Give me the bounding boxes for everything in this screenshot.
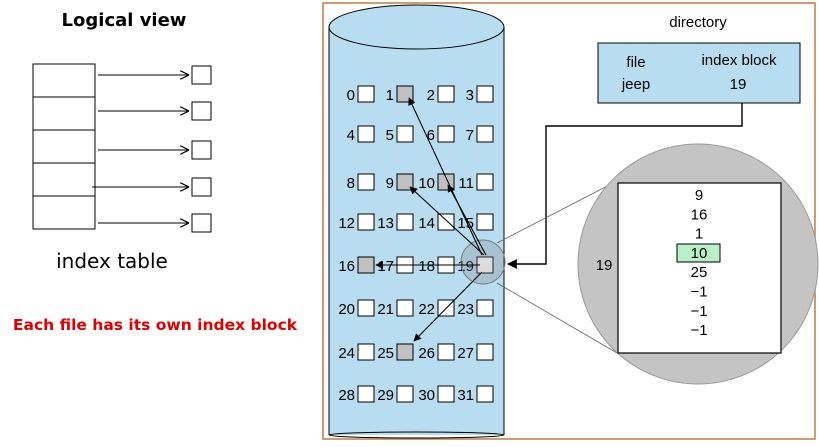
disk-block-label: 25: [377, 345, 394, 362]
disk-block: [476, 125, 494, 143]
index-entry: −1: [690, 322, 707, 339]
disk-block-label: 30: [418, 387, 435, 404]
index-block-note: Each file has its own index block: [13, 316, 298, 334]
magnifier-guide-bottom: [496, 282, 618, 354]
disk-block-label: 14: [418, 215, 435, 232]
logical-data-blocks: [191, 65, 212, 233]
disk-block-label: 16: [338, 258, 355, 275]
disk-block: [396, 213, 414, 231]
index-table: [32, 63, 96, 230]
logical-pointers: [92, 75, 188, 223]
disk-block: [396, 299, 414, 317]
disk-block-label: 5: [386, 127, 394, 144]
disk-block: [437, 385, 455, 403]
directory-title: directory: [669, 14, 727, 31]
disk-block: [476, 85, 494, 103]
disk-block-label: 17: [377, 258, 394, 275]
directory: directory file index block jeep 19: [597, 14, 801, 104]
disk-block-label: 31: [457, 387, 474, 404]
disk-block: [476, 385, 494, 403]
disk-block: [357, 213, 375, 231]
index-entry: −1: [690, 303, 707, 320]
index-entry: 16: [691, 206, 708, 223]
disk-block-used: [396, 173, 414, 191]
disk-block: [476, 299, 494, 317]
disk-block: [357, 343, 375, 361]
disk-block: [437, 85, 455, 103]
disk-block-label: 28: [338, 387, 355, 404]
index-entries: 9 16 1 10 25 −1 −1 −1: [690, 187, 707, 339]
disk-block: [357, 385, 375, 403]
directory-to-index-pointer: [507, 103, 743, 269]
index-block-pointers: [375, 97, 487, 342]
directory-box: [597, 42, 801, 104]
disk-block-label: 11: [458, 175, 474, 192]
logical-view-title: Logical view: [62, 10, 187, 31]
disk-block-label: 20: [338, 301, 355, 318]
disk-block-label: 9: [386, 175, 394, 192]
disk-block-label: 4: [347, 127, 355, 144]
disk-block-label: 7: [466, 127, 474, 144]
disk-block: [357, 299, 375, 317]
disk-block-label: 0: [347, 87, 355, 104]
disk-block: [357, 173, 375, 191]
disk-block-label: 23: [457, 301, 474, 318]
disk-block: [357, 85, 375, 103]
index-entry: 25: [691, 264, 708, 281]
disk-block-label: 21: [377, 301, 394, 318]
disk-block: [476, 343, 494, 361]
disk-block-used: [396, 343, 414, 361]
disk-block: [396, 385, 414, 403]
disk-block-label: 29: [377, 387, 394, 404]
disk-block-label: 3: [466, 87, 474, 104]
disk-block-label: 12: [338, 215, 355, 232]
disk-block-label: 8: [347, 175, 355, 192]
directory-col-index-block: index block: [701, 52, 777, 69]
directory-file-name: jeep: [621, 76, 650, 93]
magnifier-guide-top: [496, 180, 618, 244]
disk-block-label: 2: [427, 87, 435, 104]
index-entry-highlighted: 10: [691, 245, 708, 262]
disk-block: [357, 125, 375, 143]
disk-block-label: 24: [338, 345, 355, 362]
disk-block-label: 13: [377, 215, 394, 232]
disk-block: [476, 213, 494, 231]
disk-block-label: 26: [418, 345, 435, 362]
disk-block-used: [396, 85, 414, 103]
directory-col-file: file: [626, 54, 645, 71]
disk-block: [437, 213, 455, 231]
index-block-view: 19 9 16 1 10 25 −1 −1 −1: [577, 143, 819, 385]
disk-block-label: 6: [427, 127, 435, 144]
disk-cylinder: [328, 4, 505, 439]
index-entry: −1: [690, 284, 707, 301]
disk-block-label: 18: [418, 258, 435, 275]
disk-block-used: [357, 256, 375, 274]
disk-block-label: 27: [457, 345, 474, 362]
disk-block-label: 1: [386, 87, 394, 104]
index-entry: 1: [695, 226, 703, 243]
disk-block-label: 10: [418, 175, 435, 192]
index-table-caption: index table: [56, 249, 168, 273]
disk-block: [396, 125, 414, 143]
index-entry: 9: [695, 187, 703, 204]
index-block-contents: [617, 182, 782, 354]
index-block-magnifier-spot: [460, 239, 506, 285]
disk-block: [437, 343, 455, 361]
index-block-view-label: 19: [596, 257, 613, 274]
figure-frame: [322, 2, 816, 440]
disk-block: [437, 125, 455, 143]
disk-block: [476, 173, 494, 191]
disk-block-label: 22: [418, 301, 435, 318]
directory-index-block-value: 19: [730, 76, 747, 93]
index-entry-highlight: [676, 243, 721, 263]
